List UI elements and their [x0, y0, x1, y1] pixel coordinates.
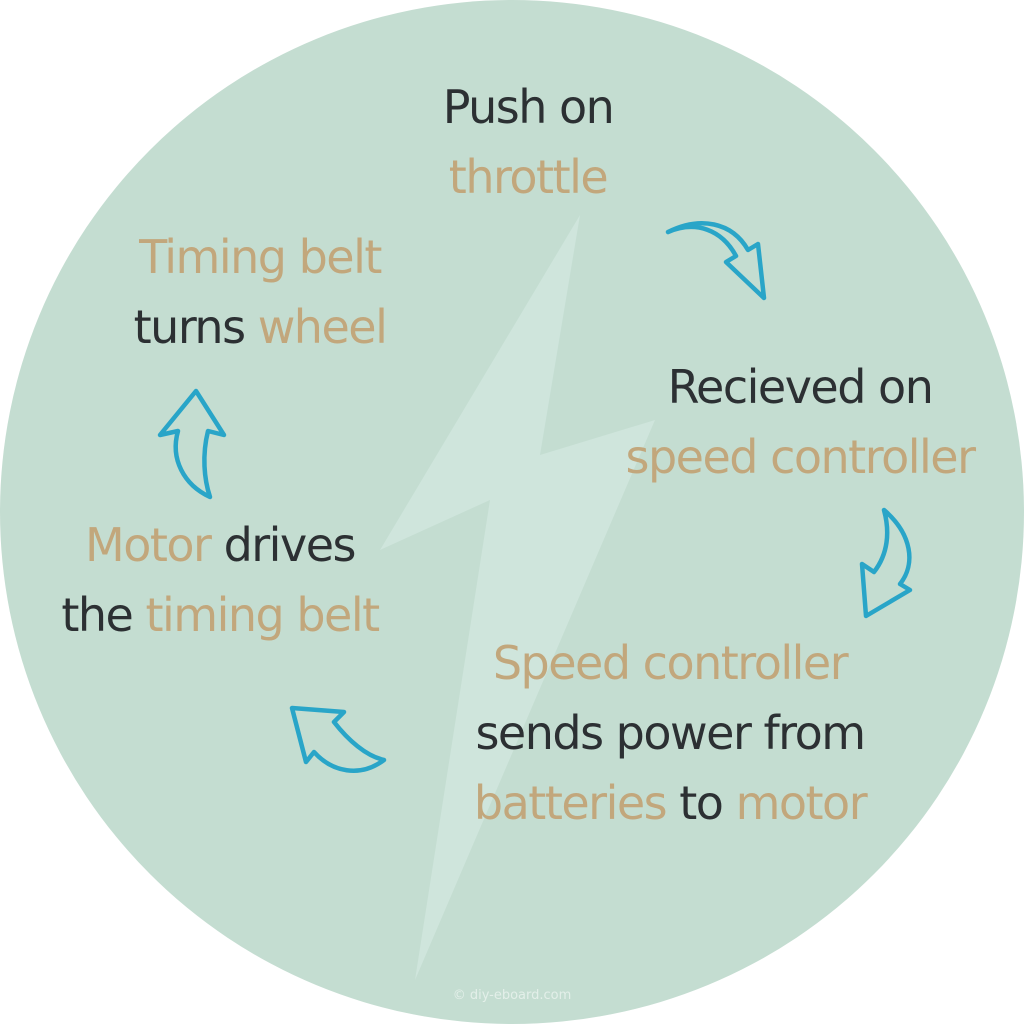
curved-arrow-down-left-icon	[830, 500, 970, 640]
curved-arrow-up-left-icon	[270, 690, 410, 830]
step-motor-drives-belt: Motor drives the timing belt	[20, 510, 420, 650]
step-text: the	[61, 588, 146, 642]
step-line: sends power from	[430, 698, 910, 768]
step-line: Speed controller	[430, 628, 910, 698]
curved-arrow-down-right-icon	[660, 190, 800, 330]
curved-arrow-up-icon	[140, 375, 280, 515]
step-line: Push on	[0, 72, 1024, 142]
copyright-watermark: © diy-eboard.com	[452, 988, 572, 1003]
step-text: timing belt	[145, 588, 380, 642]
step-text: motor	[735, 776, 868, 830]
step-text: turns	[133, 300, 258, 354]
step-text: Motor	[85, 518, 212, 572]
step-text: throttle	[448, 150, 609, 204]
step-line: Recieved on	[580, 352, 1020, 422]
step-line: Motor drives	[20, 510, 420, 580]
step-text: drives	[210, 518, 357, 572]
step-controller-sends-power: Speed controller sends power from batter…	[430, 628, 910, 838]
step-line: Timing belt	[60, 222, 460, 292]
step-received-speed-controller: Recieved on speed controller	[580, 352, 1020, 492]
step-belt-turns-wheel: Timing belt turns wheel	[60, 222, 460, 362]
step-text: Timing belt	[139, 230, 382, 284]
step-text: Recieved on	[667, 360, 934, 414]
step-line: the timing belt	[20, 580, 420, 650]
step-text: to	[666, 776, 736, 830]
step-line: turns wheel	[60, 292, 460, 362]
step-text: Push on	[442, 80, 615, 134]
step-line: speed controller	[580, 422, 1020, 492]
step-push-throttle: Push on throttle	[0, 72, 1024, 212]
step-line: batteries to motor	[430, 768, 910, 838]
step-text: batteries	[473, 776, 668, 830]
step-text: Speed controller	[492, 636, 849, 690]
step-line: throttle	[0, 142, 1024, 212]
step-text: speed controller	[625, 430, 976, 484]
step-text: sends power from	[475, 706, 866, 760]
step-text: wheel	[257, 300, 388, 354]
